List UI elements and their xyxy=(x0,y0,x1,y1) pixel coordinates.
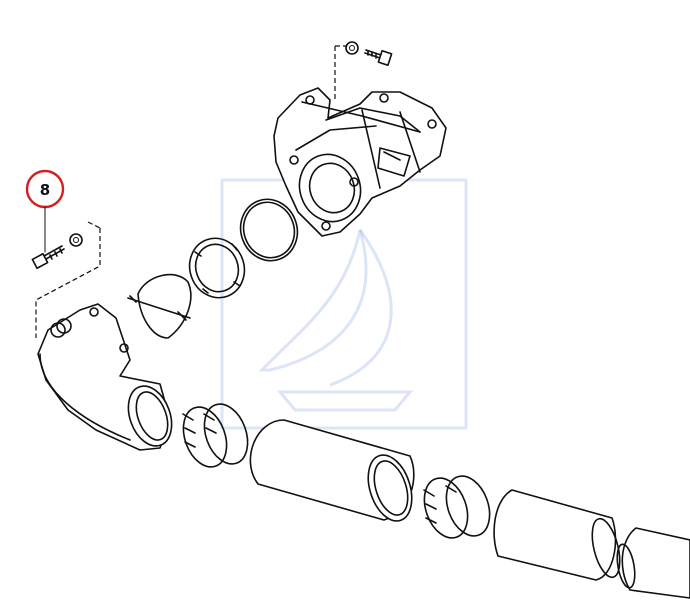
exhaust-pipe xyxy=(249,419,415,522)
housing-bolt-washer xyxy=(334,41,393,100)
exhaust-elbow-hose xyxy=(37,303,173,451)
bolt-and-washer xyxy=(31,221,101,338)
exhaust-bellows xyxy=(493,489,690,599)
flapper-valve xyxy=(127,273,192,339)
shutter-seal-ring xyxy=(188,237,246,299)
exhaust-elbow-housing xyxy=(273,87,447,237)
gasket-ring xyxy=(239,198,299,262)
hose-clamp-pair xyxy=(423,475,491,539)
hose-clamp-pair xyxy=(182,403,249,468)
callout-label: 8 xyxy=(40,181,50,199)
callout-marker: 8 xyxy=(25,169,65,253)
